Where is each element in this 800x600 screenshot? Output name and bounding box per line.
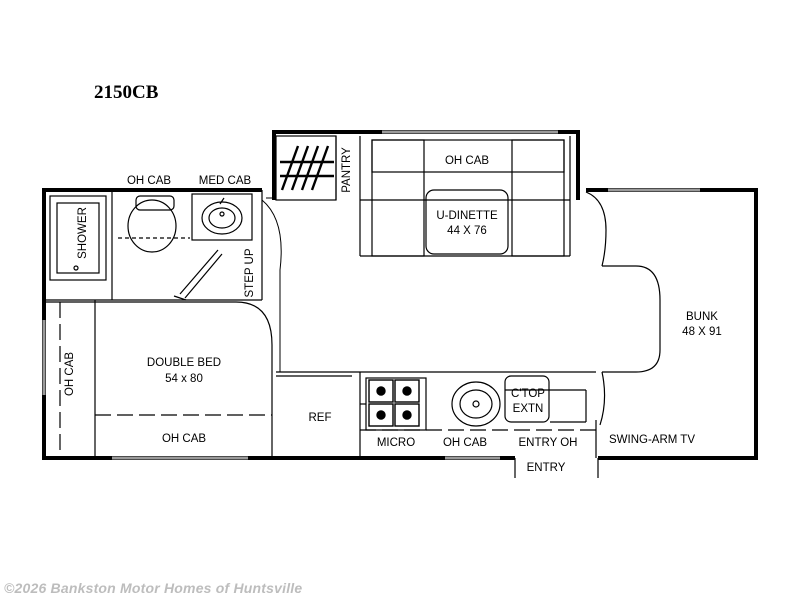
windows [42,130,700,460]
label-u-dinette-size: 44 X 76 [447,225,487,237]
label-pantry: PANTRY [341,147,353,193]
label-oh-cab-bath: OH CAB [127,175,171,187]
bath [44,190,263,301]
label-oh-cab-bottom: OH CAB [162,433,206,445]
label-oh-cab-slide: OH CAB [445,155,489,167]
label-oh-cab-kitchen: OH CAB [443,437,487,449]
label-u-dinette: U-DINETTE [436,210,498,222]
pantry-shelves [280,145,334,191]
label-entry-oh: ENTRY OH [518,437,577,449]
label-micro: MICRO [377,437,415,449]
label-swing-arm-tv: SWING-ARM TV [609,434,695,446]
model-title: 2150CB [94,82,159,103]
cab-bunk [585,191,661,426]
stove [368,379,420,427]
bedroom [44,300,273,458]
label-step-up: STEP UP [244,248,256,297]
label-entry: ENTRY [527,462,566,474]
slide-out [275,135,571,257]
label-oh-cab-left: OH CAB [64,352,76,396]
step-line [261,197,282,372]
label-ref: REF [309,412,332,424]
label-double-bed-size: 54 x 80 [165,373,203,385]
kitchen [276,371,599,478]
label-shower: SHOWER [77,207,89,259]
label-extn: EXTN [513,403,544,415]
label-bunk: BUNK [686,311,718,323]
label-bunk-size: 48 X 91 [682,326,722,338]
label-double-bed: DOUBLE BED [147,357,221,369]
watermark: ©2026 Bankston Motor Homes of Huntsville [4,580,303,596]
label-ctop: C'TOP [511,388,545,400]
label-med-cab: MED CAB [199,175,252,187]
